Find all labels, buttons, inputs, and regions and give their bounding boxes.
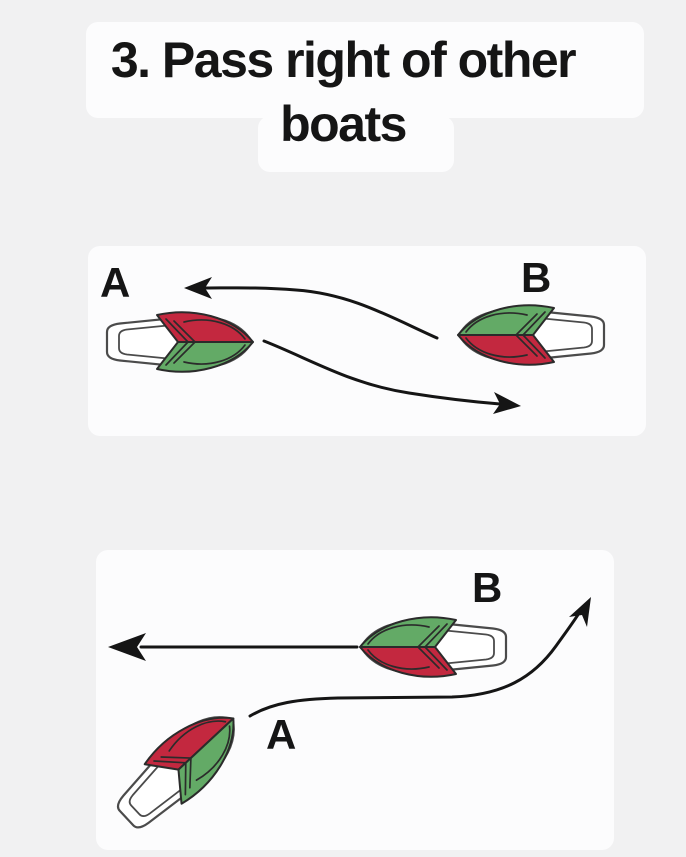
boat-b-icon — [456, 304, 606, 366]
boat-a-icon — [105, 695, 255, 841]
boat-a-course-arrow — [248, 597, 591, 718]
boat-a-label: A — [266, 711, 296, 758]
title-line-1: 3. Pass right of other — [110, 32, 577, 88]
boat-b-icon — [358, 616, 508, 678]
boat-a-icon — [105, 311, 255, 373]
boat-b-label: B — [472, 564, 502, 611]
boat-b-label: B — [521, 254, 551, 301]
diagram-head-on-passing: A B — [100, 254, 606, 414]
arrowhead-left-icon — [184, 277, 212, 299]
arrowhead-right-icon — [493, 392, 521, 414]
boat-b-course-arrow — [108, 633, 359, 661]
title-background-line2 — [258, 116, 454, 172]
boat-a-label: A — [100, 259, 130, 306]
title-background-line1 — [86, 22, 644, 118]
title-line-2: boats — [280, 96, 407, 152]
arrowhead-up-right-icon — [569, 597, 591, 627]
arrowhead-left-icon — [108, 633, 146, 661]
boat-b-course-arrow — [184, 277, 439, 340]
boat-a-course-arrow — [262, 339, 521, 414]
diagram-crossing-passing: B A — [105, 564, 591, 841]
page-title: 3. Pass right of other boats — [0, 28, 686, 156]
